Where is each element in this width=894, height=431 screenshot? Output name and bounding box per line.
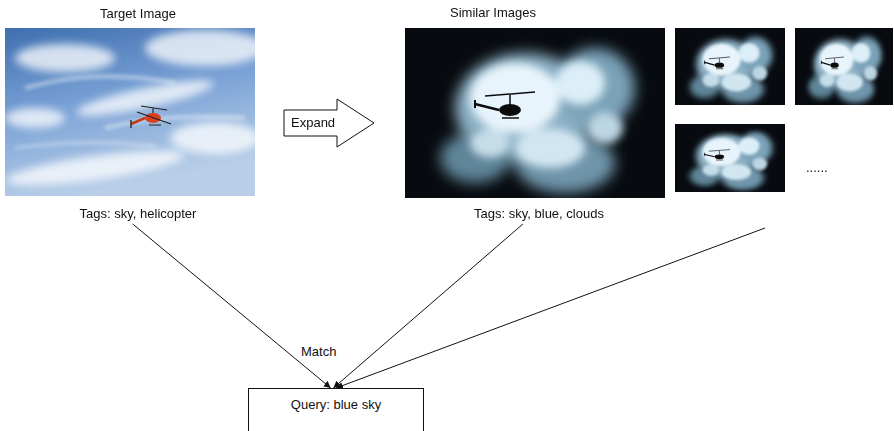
ellipsis-mark: ...... xyxy=(806,160,828,175)
image-group: Similar ImagesTags: sky, blue, clouds xyxy=(400,2,890,228)
similar-thumb xyxy=(795,28,893,105)
match-line xyxy=(133,224,331,388)
arrow-label: Expand xyxy=(291,115,335,130)
query-text: Query: blue sky xyxy=(249,397,423,412)
match-label: Match xyxy=(299,344,338,359)
match-line xyxy=(336,228,765,388)
group-heading: Similar Images xyxy=(450,5,536,20)
similar-thumb xyxy=(675,124,785,192)
similar-photo xyxy=(405,28,665,198)
tag-list: Tags: sky, helicopter xyxy=(5,206,271,221)
expand-arrow: Expand xyxy=(283,98,377,148)
similar-thumb xyxy=(675,28,785,105)
tag-list: Tags: sky, blue, clouds xyxy=(405,206,673,221)
target-photo xyxy=(4,28,265,196)
image-panel: Tags: sky, blue, clouds xyxy=(405,28,673,224)
match-line xyxy=(333,224,523,388)
query-box: Query: blue sky xyxy=(248,388,424,431)
image-panel: Target ImageTags: sky, helicopter xyxy=(5,6,271,224)
image-heading: Target Image xyxy=(5,6,271,21)
